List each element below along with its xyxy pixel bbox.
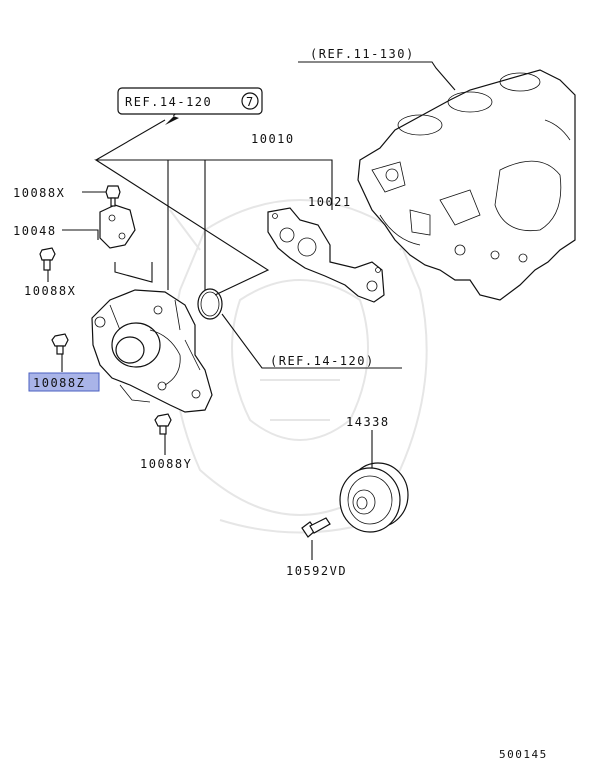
gasket-10021 [267, 207, 385, 303]
label-14338[interactable]: 14338 [346, 415, 390, 429]
bolt-10088x-top [105, 185, 121, 207]
highlight-10088z [28, 372, 100, 392]
label-10088x-top[interactable]: 10088X [13, 186, 65, 200]
label-10592vd[interactable]: 10592VD [286, 564, 347, 578]
o-ring [197, 288, 223, 320]
bolt-10088z [51, 333, 69, 355]
ref-14-120-box-num-circle [241, 92, 259, 110]
label-10021[interactable]: 10021 [308, 195, 352, 209]
label-ref-11-130[interactable]: (REF.11-130) [310, 47, 415, 61]
label-10048[interactable]: 10048 [13, 224, 57, 238]
label-ref-14-120-paren[interactable]: (REF.14-120) [270, 354, 375, 368]
water-pump [91, 289, 213, 413]
bolt-10088x-bottom [39, 247, 56, 271]
engine-block [357, 69, 576, 301]
bolt-10592vd [301, 517, 331, 538]
label-10088x-bottom[interactable]: 10088X [24, 284, 76, 298]
ref-14-120-box-label: REF.14-120 [125, 95, 212, 109]
ref-14-120-box[interactable] [117, 87, 263, 115]
label-10088z[interactable]: 10088Z [33, 376, 85, 390]
leader-lines [47, 61, 456, 560]
ref-14-120-box-num: 7 [246, 95, 253, 109]
idler-pulley-14338 [339, 462, 409, 533]
bolt-10088y [154, 413, 172, 435]
bracket-10048 [99, 204, 136, 249]
label-10088y[interactable]: 10088Y [140, 457, 192, 471]
diagram-code: 500145 [499, 748, 548, 761]
label-10010[interactable]: 10010 [251, 132, 295, 146]
